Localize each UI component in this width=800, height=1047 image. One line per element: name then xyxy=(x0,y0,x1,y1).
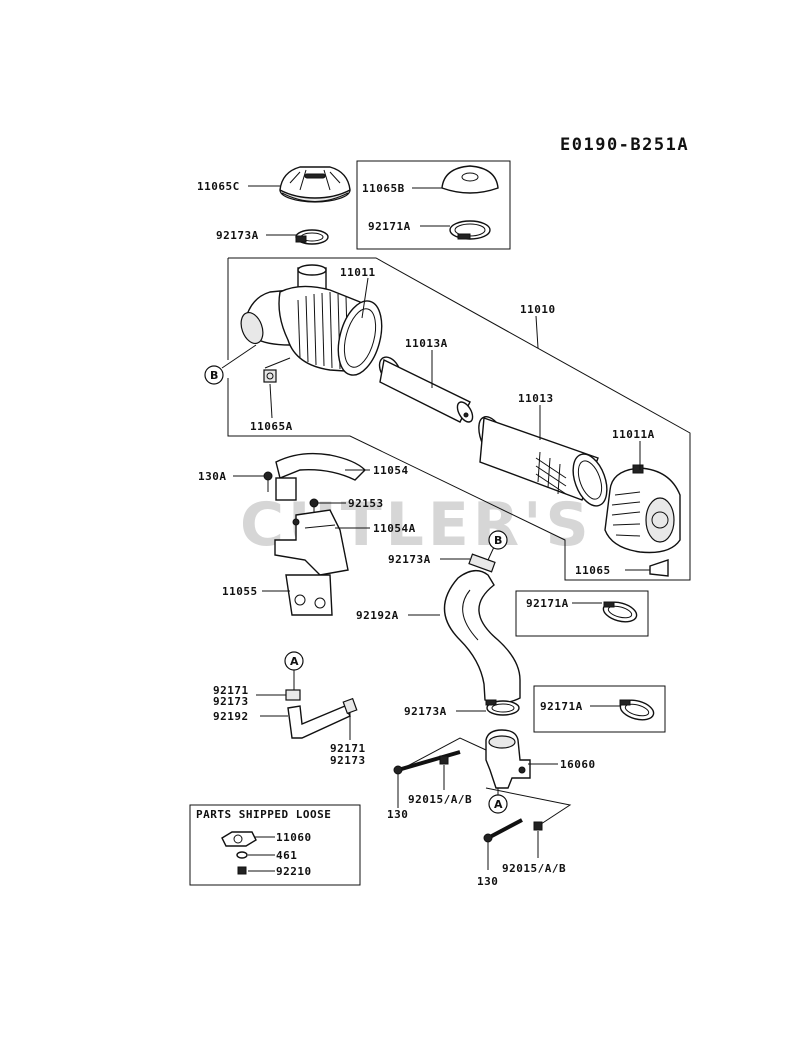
label-92192A: 92192A xyxy=(356,609,399,622)
label-92171-right: 92171 xyxy=(330,742,366,755)
part-11013A-inner-filter[interactable] xyxy=(375,353,475,424)
part-11054A-bracket[interactable] xyxy=(274,509,349,576)
label-11010: 11010 xyxy=(520,303,556,316)
label-92173A-low: 92173A xyxy=(404,705,447,718)
part-92015-nut-bottom[interactable] xyxy=(533,821,543,831)
clamp-box-mid xyxy=(515,590,649,637)
label-11065A: 11065A xyxy=(250,420,293,433)
label-11055: 11055 xyxy=(222,585,258,598)
part-11065C-cover[interactable] xyxy=(279,166,351,203)
label-92210: 92210 xyxy=(276,865,312,878)
part-130-bolt-bottom[interactable] xyxy=(483,818,523,843)
part-92171A-clamp-low[interactable] xyxy=(618,697,656,723)
label-92173-left: 92173 xyxy=(213,695,249,708)
parts-shipped-loose-box xyxy=(189,804,361,886)
part-130-bolt-left[interactable] xyxy=(393,750,461,775)
part-16060-housing[interactable] xyxy=(485,729,531,789)
clamp-box-low xyxy=(533,685,666,733)
diagram-reference: E0190-B251A xyxy=(560,135,689,155)
part-92173A-clamp-low[interactable] xyxy=(485,699,520,716)
ref-marker-a-upper-label: A xyxy=(290,655,299,668)
label-11060: 11060 xyxy=(276,831,312,844)
label-11054: 11054 xyxy=(373,464,409,477)
part-130A-bolt[interactable] xyxy=(263,471,273,492)
label-11011: 11011 xyxy=(340,266,376,279)
part-11054-bracket[interactable] xyxy=(275,452,366,501)
label-16060: 16060 xyxy=(560,758,596,771)
label-130A: 130A xyxy=(198,470,227,483)
part-11055-plate[interactable] xyxy=(285,574,333,616)
part-92210-nut[interactable] xyxy=(237,866,247,875)
label-11054A: 11054A xyxy=(373,522,416,535)
label-92171-left: 92171 xyxy=(213,684,249,697)
label-92173A-mid: 92173A xyxy=(388,553,431,566)
label-92171A-mid: 92171A xyxy=(526,597,569,610)
label-11011A: 11011A xyxy=(612,428,655,441)
label-92192: 92192 xyxy=(213,710,249,723)
label-11013: 11013 xyxy=(518,392,554,405)
assembly-bracket-11010 xyxy=(227,257,691,581)
label-92171A-top: 92171A xyxy=(368,220,411,233)
label-92173A-top: 92173A xyxy=(216,229,259,242)
part-92173A-clamp-top[interactable] xyxy=(295,229,329,245)
part-92173A-clamp-mid[interactable] xyxy=(468,553,496,573)
part-11065-dust-valve[interactable] xyxy=(649,559,669,577)
part-11011-air-cleaner-body[interactable] xyxy=(237,264,389,380)
ref-marker-b-upper xyxy=(204,365,224,385)
alt-cover-box xyxy=(356,160,511,250)
label-92171A-low: 92171A xyxy=(540,700,583,713)
label-130-left: 130 xyxy=(387,808,408,821)
part-92171-clamp-left[interactable] xyxy=(285,689,301,701)
label-461: 461 xyxy=(276,849,297,862)
label-11065B: 11065B xyxy=(362,182,405,195)
part-92015-nut-left[interactable] xyxy=(439,755,449,765)
ref-marker-b-lower xyxy=(488,530,508,550)
part-92171-clamp-right[interactable] xyxy=(342,697,358,715)
label-11065: 11065 xyxy=(575,564,611,577)
ref-marker-b-lower-label: B xyxy=(494,534,502,547)
part-461-washer[interactable] xyxy=(236,851,248,859)
label-130-bottom: 130 xyxy=(477,875,498,888)
part-92171A-clamp-mid[interactable] xyxy=(601,599,639,625)
part-11060-gasket[interactable] xyxy=(221,831,257,847)
leader-bolts-upper xyxy=(399,737,487,771)
part-11065A-nut[interactable] xyxy=(263,369,277,383)
label-92173-right: 92173 xyxy=(330,754,366,767)
part-92192-hose[interactable] xyxy=(287,705,351,739)
ref-marker-a-lower-label: A xyxy=(494,798,503,811)
label-11065C: 11065C xyxy=(197,180,240,193)
part-92171A-clamp-top[interactable] xyxy=(449,220,491,240)
label-92015-bottom: 92015/A/B xyxy=(502,862,566,875)
part-11065B-cover[interactable] xyxy=(441,165,499,194)
parts-shipped-loose-title: PARTS SHIPPED LOOSE xyxy=(196,808,331,821)
part-11013-outer-filter[interactable] xyxy=(473,412,614,510)
label-92015-left: 92015/A/B xyxy=(408,793,472,806)
label-92153: 92153 xyxy=(348,497,384,510)
ref-marker-b-upper-label: B xyxy=(210,369,218,382)
leader-bolts-lower xyxy=(485,787,572,827)
part-11011A-cover[interactable] xyxy=(604,464,681,554)
part-92192A-hose[interactable] xyxy=(443,570,521,704)
part-92153-bolt[interactable] xyxy=(309,498,319,515)
label-11013A: 11013A xyxy=(405,337,448,350)
